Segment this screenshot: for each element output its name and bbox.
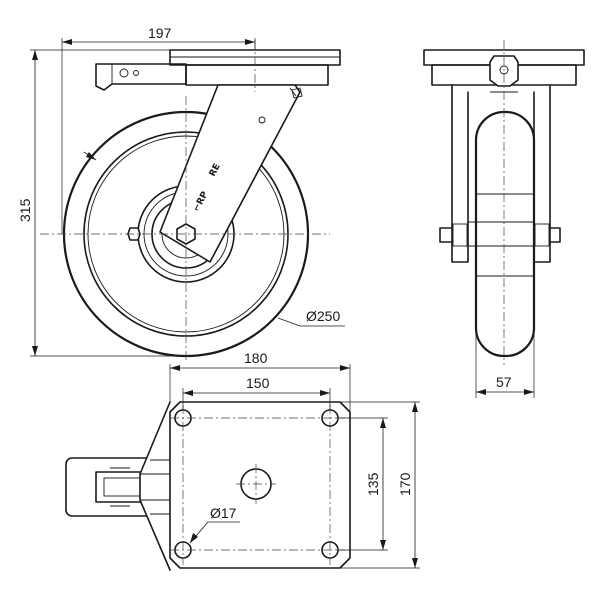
dim-170-label: 170 xyxy=(397,472,413,496)
dim-180: 180 xyxy=(169,350,351,412)
front-view xyxy=(423,40,585,365)
front-wheel xyxy=(474,110,536,358)
dim-150-label: 150 xyxy=(246,375,270,391)
side-fork-leg xyxy=(159,84,301,263)
top-swivel-housing xyxy=(139,401,171,571)
dim-170: 170 xyxy=(340,401,420,569)
side-bearing-housing xyxy=(185,64,329,86)
top-plate xyxy=(169,401,351,569)
front-fork-left xyxy=(451,84,469,263)
dim-135: 135 xyxy=(338,417,388,551)
dim-197-label: 197 xyxy=(148,25,172,41)
dim-57-label: 57 xyxy=(496,374,512,390)
dim-180-label: 180 xyxy=(244,350,268,366)
side-view: ⌐RP RE xyxy=(40,40,341,362)
dim-150: 150 xyxy=(182,375,331,410)
dim-57: 57 xyxy=(475,330,535,398)
side-brake-lever xyxy=(95,63,187,91)
dim-315-label: 315 xyxy=(17,198,33,222)
dim-197: 197 xyxy=(61,25,256,234)
dim-diameter-17-label: Ø17 xyxy=(210,505,237,521)
top-view xyxy=(65,401,351,571)
dim-315: 315 xyxy=(17,49,186,357)
dim-diameter-250-label: Ø250 xyxy=(306,308,340,324)
dim-diameter-250: Ø250 xyxy=(83,151,345,327)
dim-135-label: 135 xyxy=(365,472,381,496)
front-fork-right xyxy=(533,84,551,263)
dim-diameter-17: Ø17 xyxy=(189,505,240,544)
